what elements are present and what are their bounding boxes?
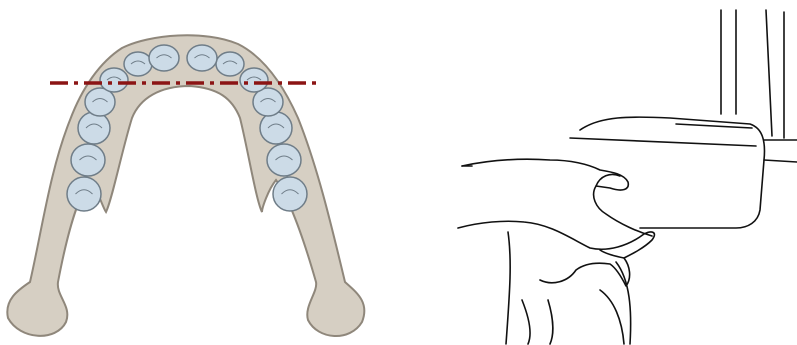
tooth-5 (100, 68, 128, 92)
positioning-illustration-panel (400, 0, 797, 345)
tooth-1 (67, 177, 101, 211)
tooth-3 (78, 112, 110, 144)
mandible-illustration (0, 0, 400, 345)
device-column (721, 10, 784, 138)
tooth-12 (240, 68, 268, 92)
mandible-bone-outline (7, 35, 364, 336)
device-head (570, 117, 797, 228)
positioning-illustration (400, 0, 797, 345)
tooth-10 (260, 112, 292, 144)
tooth-14 (187, 45, 217, 71)
mandible-bone (7, 35, 364, 336)
tooth-8 (273, 177, 307, 211)
tooth-2 (71, 144, 105, 176)
mandible-illustration-panel (0, 0, 400, 345)
tooth-13 (216, 52, 244, 76)
tooth-7 (149, 45, 179, 71)
tooth-6 (124, 52, 152, 76)
tooth-9 (267, 144, 301, 176)
lower-hand (458, 221, 654, 286)
upper-hand (462, 159, 652, 236)
